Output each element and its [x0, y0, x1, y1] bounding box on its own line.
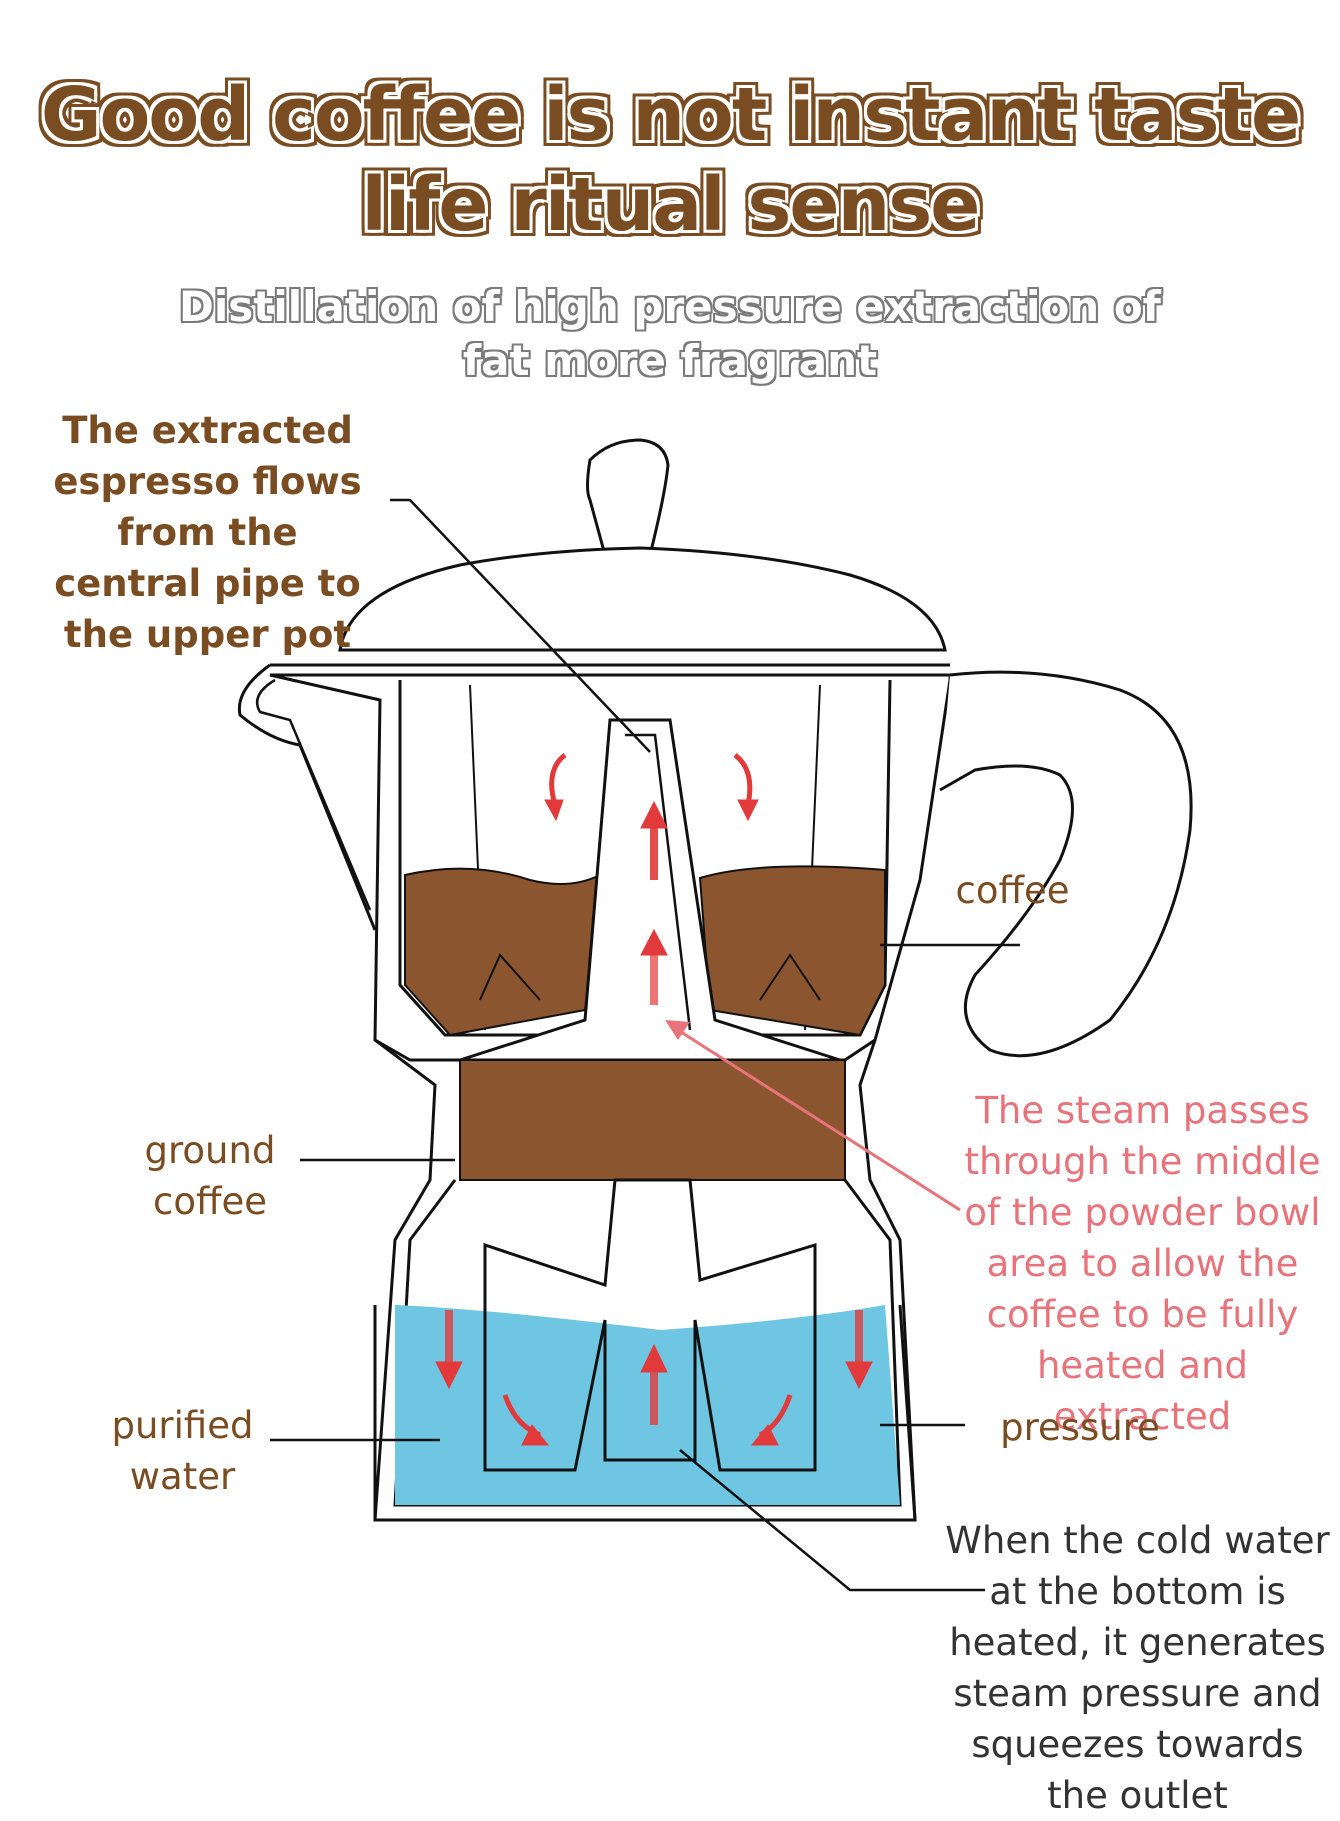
title-line-2: life ritual sense	[361, 162, 980, 248]
label-purified-water: purified water	[111, 1404, 254, 1498]
subtitle: Distillation of high pressure extraction…	[179, 282, 1161, 385]
flow-arrows	[435, 753, 873, 1446]
label-ground-coffee: ground coffee	[144, 1129, 276, 1223]
ground-coffee-block	[459, 1059, 846, 1181]
water	[395, 1305, 900, 1505]
upper-coffee-right	[698, 865, 886, 1037]
label-steam: The steam passes through the middle of t…	[964, 1089, 1321, 1438]
lid-knob	[586, 438, 670, 557]
steam-leader	[669, 1023, 961, 1212]
spout	[237, 663, 950, 931]
label-espresso-flow: The extracted espresso flows from the ce…	[53, 409, 362, 656]
label-pressure: pressure	[1000, 1406, 1160, 1449]
title-line-1: Good coffee is not instant taste	[40, 72, 1301, 158]
label-cold-water: When the cold water at the bottom is hea…	[945, 1519, 1330, 1817]
label-coffee: coffee	[955, 869, 1070, 912]
leader-lines	[270, 498, 1020, 1592]
upper-coffee-left	[404, 867, 602, 1037]
handle	[939, 670, 1193, 1058]
lid	[338, 546, 947, 652]
funnel	[483, 1178, 817, 1472]
